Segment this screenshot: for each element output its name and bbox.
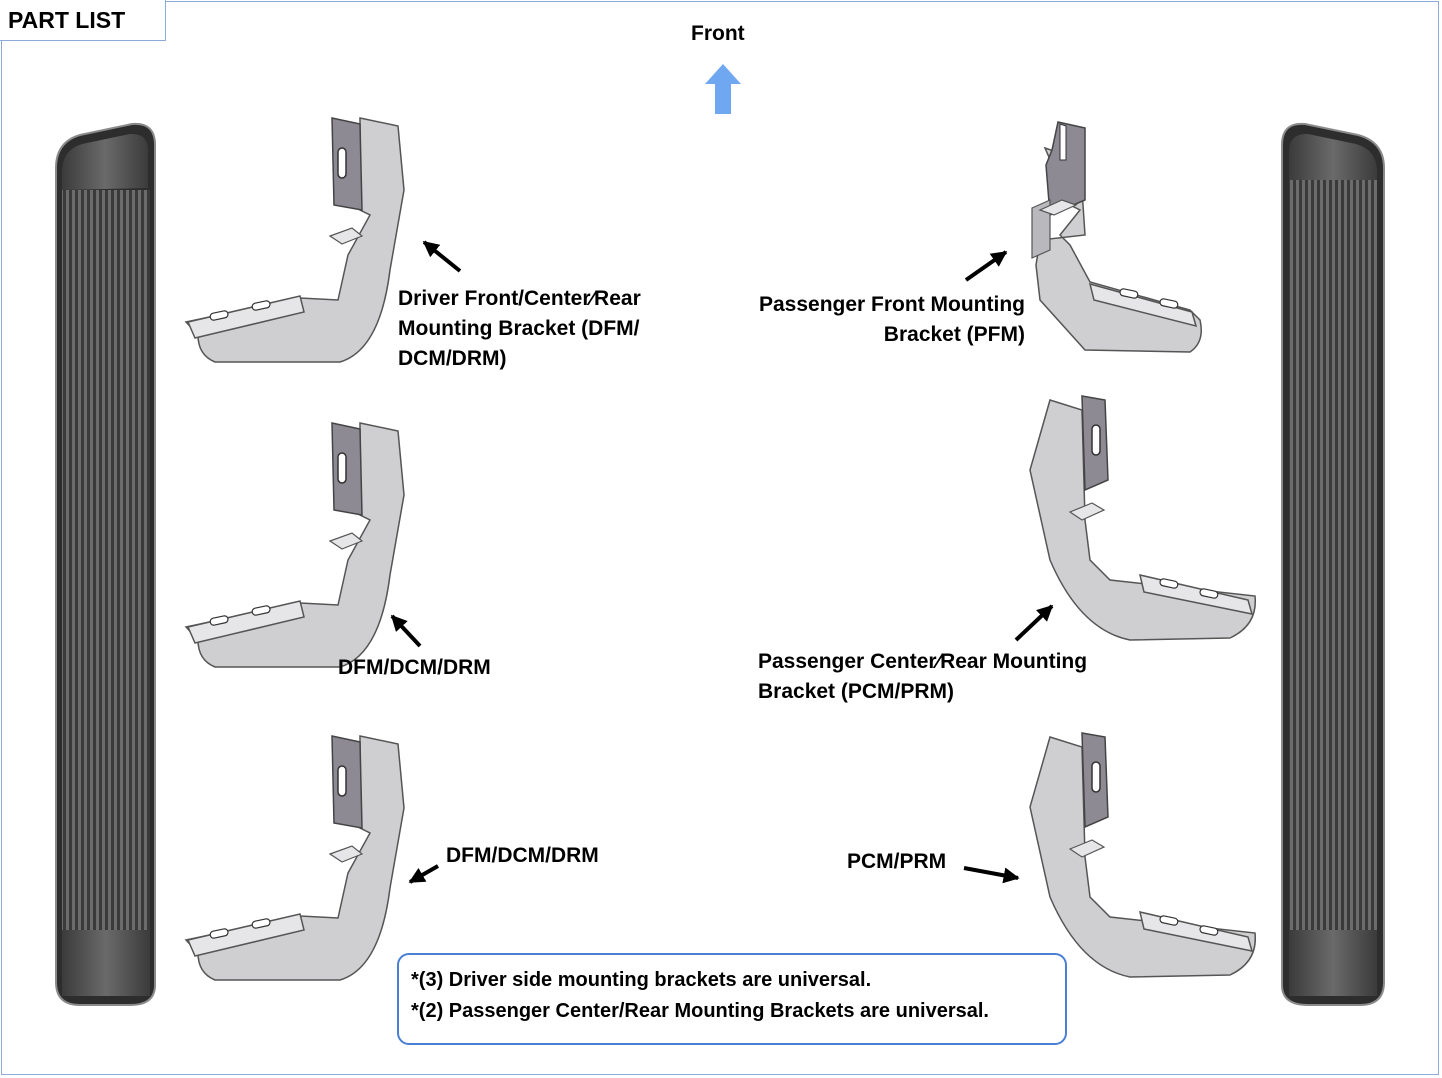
pointer-arrow-passenger-front: [964, 250, 1008, 282]
label-passenger-center-rear: Passenger Center⁄Rear Mounting Bracket (…: [758, 650, 1088, 703]
note-driver: *(3) Driver side mounting brackets are u…: [411, 969, 872, 991]
pointer-arrow-driver-mid: [390, 614, 422, 648]
pointer-arrow-driver-low: [408, 864, 439, 884]
universal-note-box: *(3) Driver side mounting brackets are u…: [397, 953, 1067, 1045]
label-driver-front-center-rear: Driver Front/Center⁄Rear Mounting Bracke…: [398, 287, 641, 370]
right-running-board: [1281, 122, 1385, 1006]
label-passenger-low: PCM/PRM: [847, 850, 947, 873]
pointer-arrow-driver-top: [422, 240, 462, 273]
passenger-center-bracket: [1029, 395, 1257, 641]
driver-bracket-bottom: [184, 735, 405, 981]
passenger-front-bracket: [1031, 121, 1202, 353]
label-passenger-front: Passenger Front Mounting Bracket (PFM): [758, 293, 1025, 346]
note-passenger: *(2) Passenger Center/Rear Mounting Brac…: [411, 1000, 989, 1022]
front-arrow-icon: [705, 64, 741, 114]
passenger-rear-bracket: [1029, 732, 1257, 978]
pointer-arrow-passenger-center: [1014, 604, 1054, 642]
label-driver-low: DFM/DCM/DRM: [446, 844, 599, 867]
label-driver-mid: DFM/DCM/DRM: [338, 656, 491, 679]
driver-bracket-top: [184, 117, 405, 363]
left-running-board: [55, 122, 156, 1006]
part-list-header: PART LIST: [0, 0, 166, 41]
pointer-arrow-passenger-low: [963, 866, 1020, 884]
driver-bracket-middle: [184, 422, 405, 668]
page-title: PART LIST: [8, 7, 126, 33]
front-direction-label: Front: [691, 22, 745, 45]
